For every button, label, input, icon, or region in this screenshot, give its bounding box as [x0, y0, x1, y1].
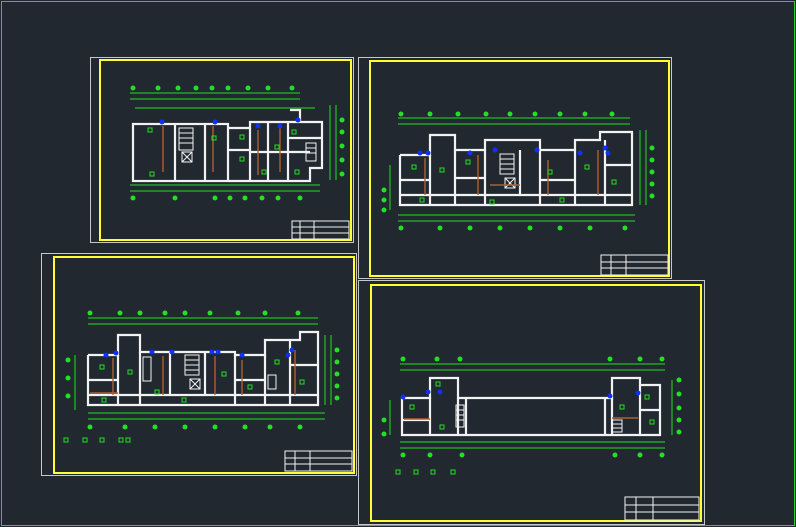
title-block[interactable] — [600, 254, 669, 276]
sheet-outline — [358, 280, 705, 525]
sheet-outline — [41, 253, 357, 476]
sheet-bottom-right[interactable] — [358, 280, 705, 525]
floor-plan-1[interactable] — [130, 85, 345, 201]
sheet-outline — [90, 57, 354, 243]
floor-plan-2[interactable] — [381, 111, 655, 231]
title-block[interactable] — [291, 220, 350, 240]
drawing-frame — [369, 60, 670, 277]
sheet-top-right[interactable] — [358, 57, 672, 279]
sheet-top-left[interactable] — [90, 57, 354, 243]
legend-symbols — [395, 469, 456, 475]
drawing-frame — [99, 59, 352, 241]
floor-plan-4[interactable] — [381, 356, 682, 475]
drawing-frame — [370, 284, 702, 522]
legend-symbols — [63, 437, 131, 443]
sheet-outline — [358, 57, 672, 279]
sheet-bottom-left[interactable] — [41, 253, 357, 476]
title-block[interactable] — [624, 496, 700, 521]
title-block[interactable] — [284, 450, 353, 472]
drawing-frame — [53, 256, 355, 474]
floor-plan-3[interactable] — [63, 310, 340, 443]
